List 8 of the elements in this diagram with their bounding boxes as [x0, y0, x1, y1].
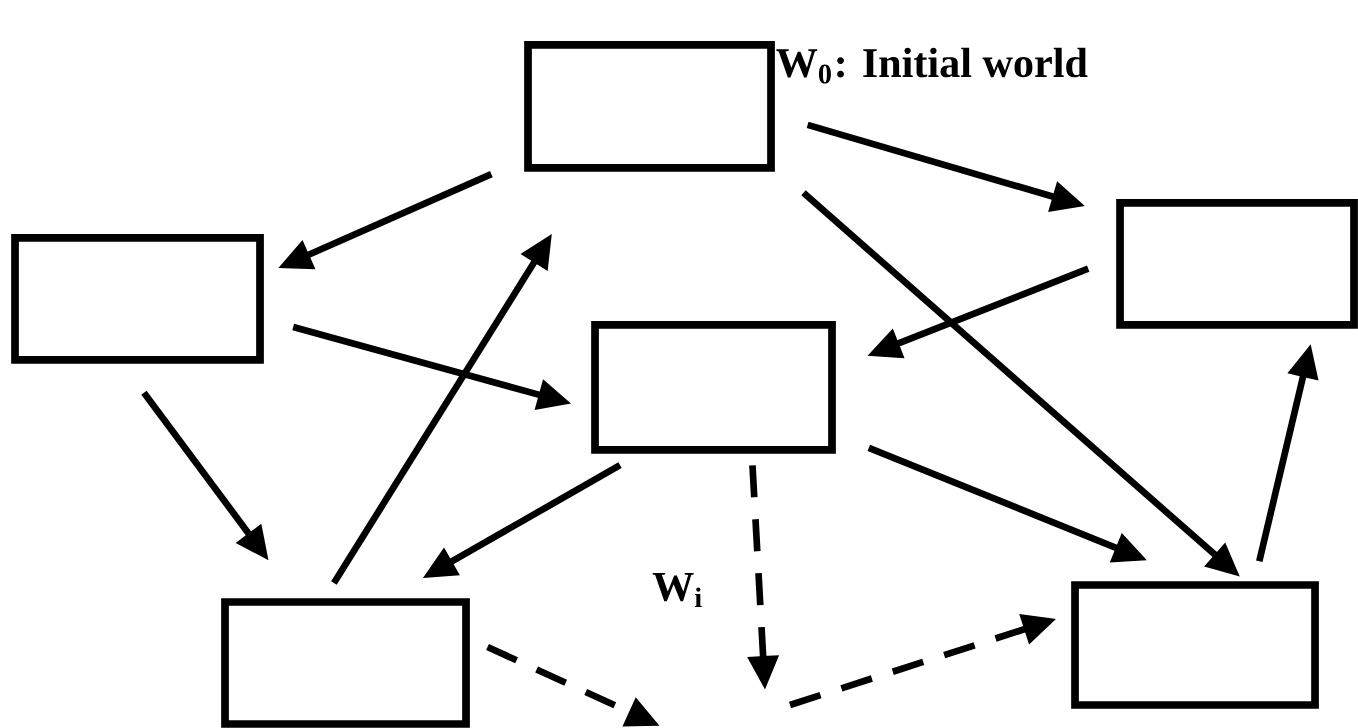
empty-box: [1116, 199, 1358, 329]
empty-box: [1071, 581, 1319, 709]
edge-label: W$_{i}$: [648, 569, 708, 611]
node-label: W$_{0}$: Initial world: [776, 47, 1088, 84]
empty-box: [591, 321, 836, 454]
empty-box: [221, 598, 470, 728]
empty-box: [524, 41, 775, 172]
empty-box: [11, 234, 264, 364]
